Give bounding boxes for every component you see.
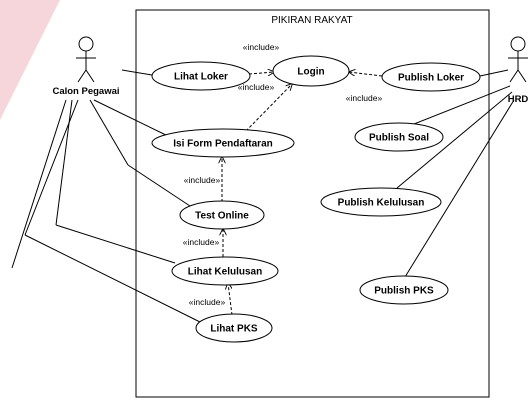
- assoc-publish-kelulusan: [396, 91, 513, 189]
- use-case-label: Publish Kelulusan: [338, 198, 425, 209]
- assoc-test-online: [127, 164, 191, 207]
- actor-head: [78, 36, 94, 52]
- actor-left-leg: [509, 69, 519, 83]
- actor-calon-pegawai: [76, 36, 96, 83]
- use-case-lihat-kelulusan[interactable]: Lihat Kelulusan: [171, 256, 279, 286]
- assoc-publish-pks: [404, 99, 515, 278]
- use-case-test-online[interactable]: Test Online: [179, 200, 265, 230]
- include-label-isi-form: «include»: [238, 82, 275, 92]
- assoc-lihat-pks-a: [24, 99, 79, 236]
- use-case-shape: [195, 313, 273, 343]
- use-case-label: Lihat Kelulusan: [188, 267, 262, 278]
- use-case-shape: [359, 275, 449, 305]
- use-case-publish-soal[interactable]: Publish Soal: [354, 122, 444, 152]
- use-case-lihat-loker[interactable]: Lihat Loker: [151, 61, 251, 91]
- use-case-label: Publish Loker: [398, 73, 464, 84]
- actor-head: [510, 36, 526, 52]
- use-case-shape: [151, 128, 295, 158]
- use-case-lihat-pks[interactable]: Lihat PKS: [195, 313, 273, 343]
- system-boundary: [135, 9, 490, 398]
- use-case-label: Login: [297, 67, 324, 78]
- assoc-lihat-loker: [121, 69, 153, 76]
- associations-calon-pegawai: [11, 69, 201, 323]
- actor-label-calon-pegawai: Calon Pegawai: [52, 86, 119, 97]
- use-case-shape: [272, 55, 350, 87]
- use-case-label: Lihat PKS: [210, 324, 258, 335]
- assoc-publish-soal: [403, 85, 511, 129]
- use-case-shape: [151, 61, 251, 91]
- assoc-lihat-pks-b: [24, 234, 201, 323]
- assoc-isi-form: [93, 99, 171, 138]
- include-label-test-online: «include»: [184, 175, 221, 185]
- use-case-shape: [381, 62, 481, 92]
- assoc-lihat-kelulusan-a: [55, 99, 73, 226]
- actor-hrd: [508, 36, 528, 83]
- include-label-lihat-kelulusan: «include»: [183, 237, 220, 247]
- assoc-lihat-kelulusan-b: [55, 224, 176, 264]
- include-arrow-lihat-loker-login: [248, 72, 274, 74]
- assoc-lihat-pks-c: [11, 99, 67, 269]
- assoc-publish-loker: [479, 69, 509, 77]
- actor-label-hrd: HRD: [508, 94, 529, 105]
- use-case-isi-form-pendaftaran[interactable]: Isi Form Pendaftaran: [151, 128, 295, 158]
- include-arrow-lihat-pks-lihat-kelulusan: [228, 283, 233, 316]
- include-label-lihat-loker: «include»: [243, 42, 280, 52]
- actor-left-leg: [77, 69, 87, 83]
- use-case-login[interactable]: Login: [272, 55, 350, 87]
- include-arrow-publish-loker-login: [349, 72, 383, 77]
- include-label-lihat-pks: «include»: [189, 297, 226, 307]
- use-case-shape: [320, 187, 442, 217]
- include-dependencies: [222, 72, 383, 316]
- use-case-publish-loker[interactable]: Publish Loker: [381, 62, 481, 92]
- include-label-publish-loker: «include»: [346, 93, 383, 103]
- use-case-label: Test Online: [195, 211, 249, 222]
- use-case-label: Publish Soal: [369, 133, 429, 144]
- actor-right-leg: [85, 69, 95, 83]
- use-case-shape: [179, 200, 265, 230]
- system-title: PIKIRAN RAKYAT: [271, 15, 352, 26]
- include-arrow-isi-form-login: [245, 84, 292, 132]
- use-case-publish-pks[interactable]: Publish PKS: [359, 275, 449, 305]
- use-case-shape: [171, 256, 279, 286]
- use-case-label: Isi Form Pendaftaran: [173, 139, 272, 150]
- use-case-publish-kelulusan[interactable]: Publish Kelulusan: [320, 187, 442, 217]
- associations-hrd: [396, 69, 515, 278]
- use-case-shape: [354, 122, 444, 152]
- actor-right-leg: [517, 69, 527, 83]
- assoc-isi-form-2: [89, 99, 129, 166]
- use-case-label: Lihat Loker: [174, 72, 228, 83]
- use-case-label: Publish PKS: [374, 286, 434, 297]
- corner-accent: [0, 0, 60, 120]
